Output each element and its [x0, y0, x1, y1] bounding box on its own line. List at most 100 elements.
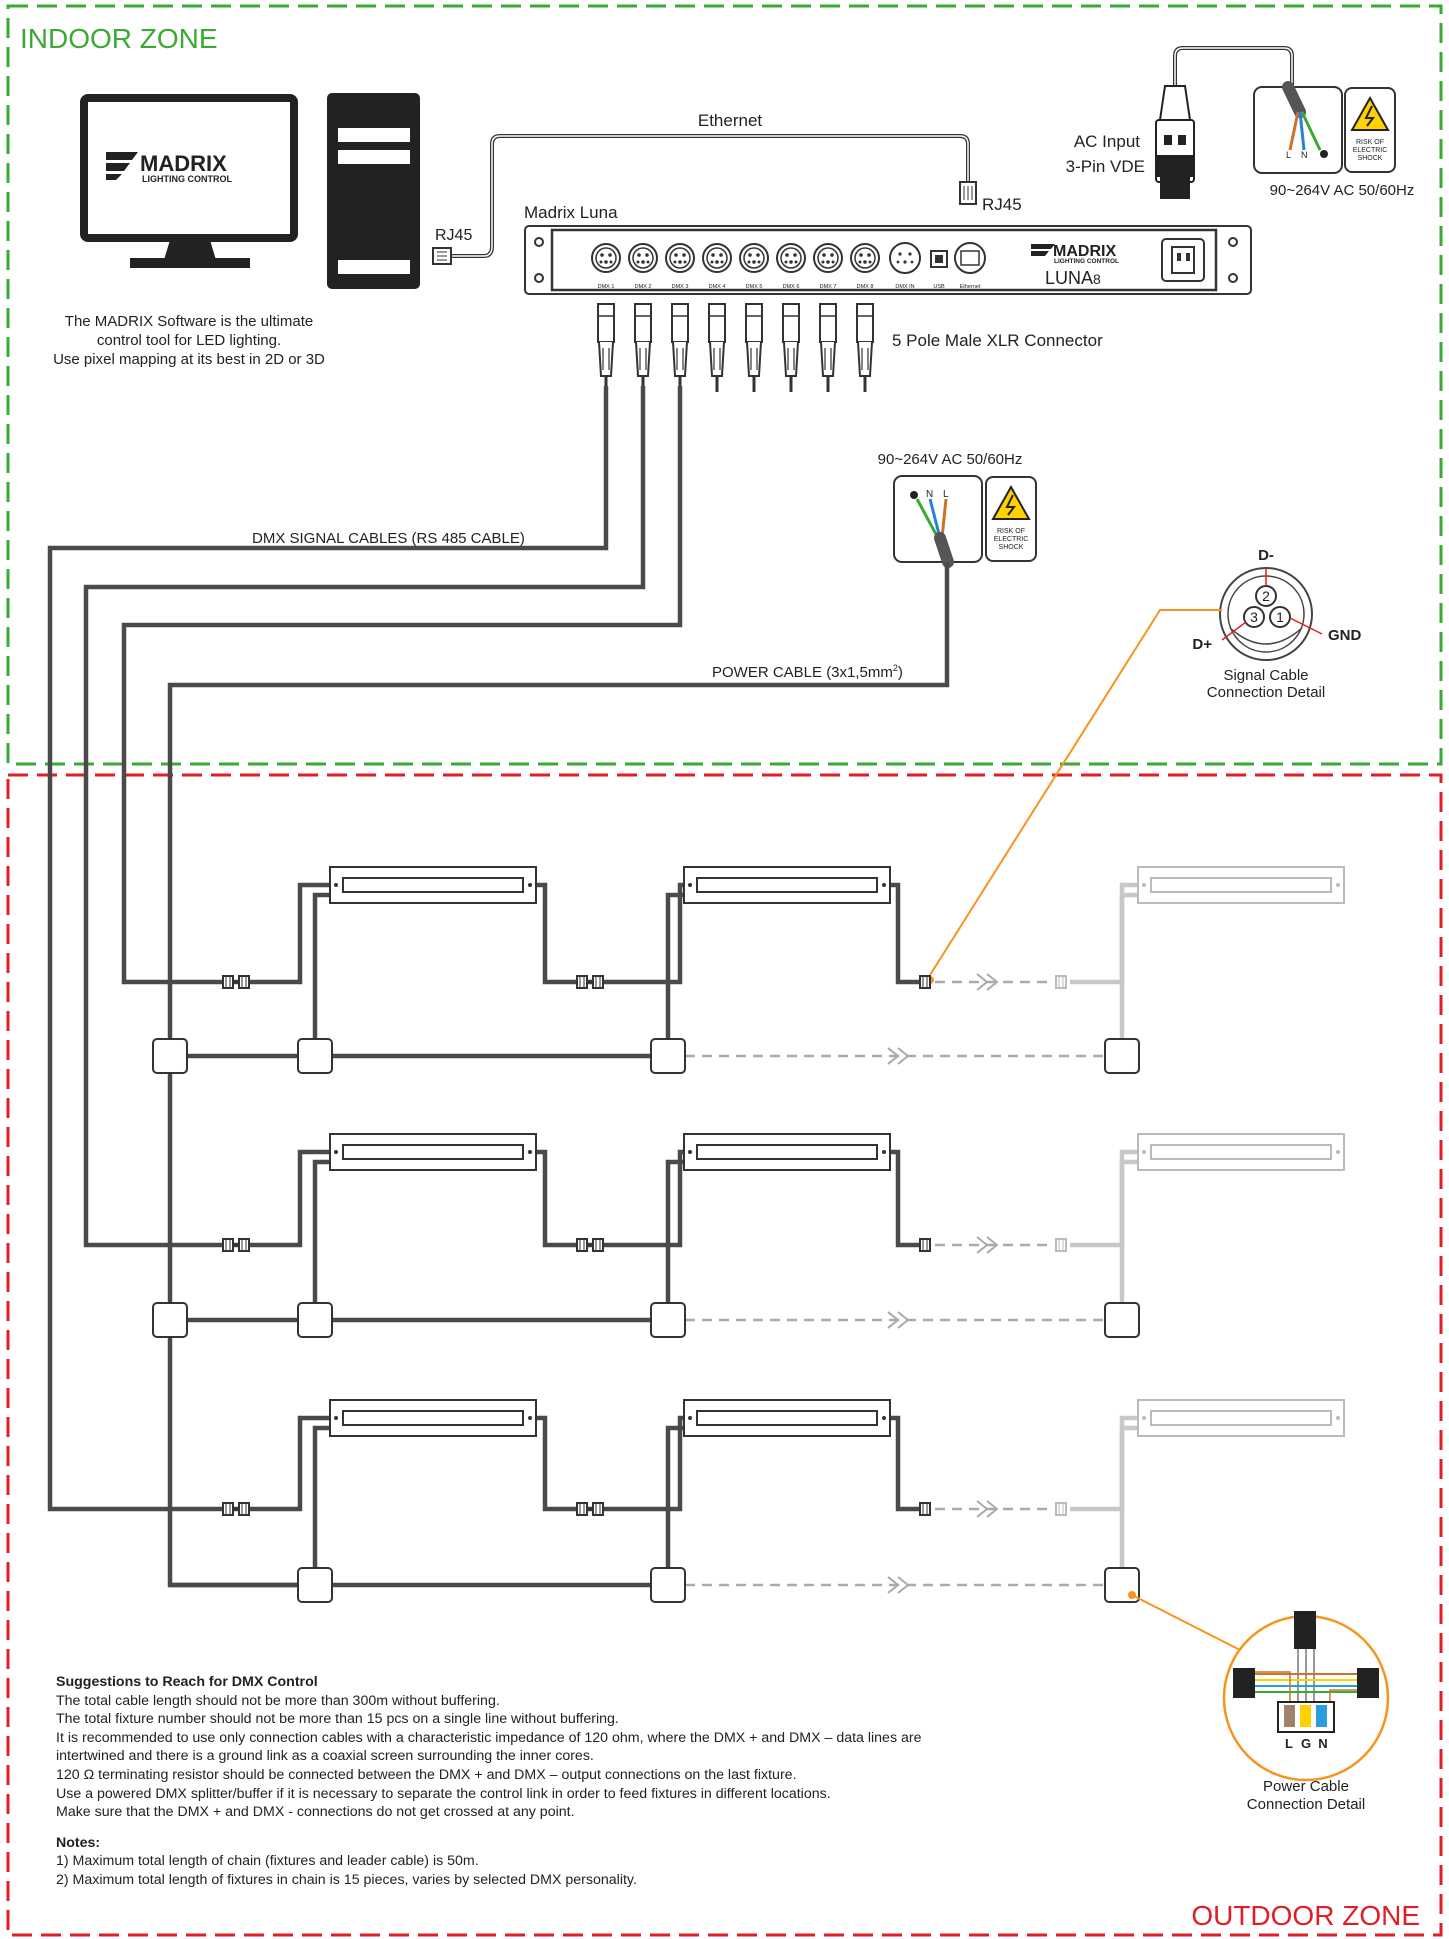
cable-coupler-icon	[221, 1237, 251, 1253]
power-detail-caption-2: Connection Detail	[1247, 1796, 1365, 1813]
signal-detail-caption-1: Signal Cable	[1223, 667, 1308, 684]
xlr-port-5-icon	[739, 243, 769, 273]
cable-coupler-icon	[575, 974, 605, 990]
power-cable-label: POWER CABLE (3x1,5mm2)	[712, 663, 903, 681]
svg-text:SHOCK: SHOCK	[999, 544, 1024, 551]
indoor-zone-border	[6, 4, 1443, 766]
cable-coupler-icon	[1055, 975, 1067, 989]
cable-coupler-icon	[919, 975, 931, 989]
software-desc-2: control tool for LED lighting.	[97, 332, 281, 349]
notes-block: Suggestions to Reach for DMX Control The…	[56, 1673, 1096, 1890]
rj45-right-label: RJ45	[982, 195, 1022, 214]
signal-detail-caption-2: Connection Detail	[1207, 684, 1325, 701]
outdoor-zone-border	[6, 773, 1443, 1937]
cable-coupler-icon	[1055, 1502, 1067, 1516]
suggestion-line: intertwined and there is a ground link a…	[56, 1748, 594, 1765]
cable-coupler-icon	[575, 1237, 605, 1253]
xlr-port-4-icon	[702, 243, 732, 273]
pin-1-label: 1	[1276, 609, 1284, 625]
phase-n-label: N	[1301, 150, 1308, 160]
xlr-port-1-icon	[591, 243, 621, 273]
vde-label: 3-Pin VDE	[1066, 157, 1145, 176]
fixture-chain-1	[152, 866, 1345, 1074]
suggestion-line: It is recommended to use only connection…	[56, 1729, 922, 1746]
svg-text:ELECTRIC: ELECTRIC	[1353, 147, 1388, 154]
pin-2-label: 2	[1262, 588, 1270, 604]
xlr-connector-label: 5 Pole Male XLR Connector	[892, 331, 1103, 350]
rj45-left-label: RJ45	[435, 227, 472, 244]
suggestion-line: Make sure that the DMX + and DMX - conne…	[56, 1804, 575, 1821]
junction-box-icon	[297, 1038, 333, 1074]
led-fixture-icon	[683, 1399, 891, 1437]
junction-box-icon	[297, 1567, 333, 1603]
led-fixture-icon	[1137, 1133, 1345, 1171]
port-label: DMX 8	[857, 284, 874, 290]
software-desc-1: The MADRIX Software is the ultimate	[65, 313, 313, 330]
cable-coupler-icon	[221, 974, 251, 990]
cable-coupler-icon	[919, 1238, 931, 1252]
xlr-plug-2-icon	[634, 303, 652, 392]
led-fixture-icon	[683, 866, 891, 904]
xlr-plug-4-icon	[708, 303, 726, 392]
port-label: DMX IN	[895, 284, 914, 290]
iec-inlet-icon	[1161, 238, 1205, 282]
power-pin-g: G	[1301, 1736, 1311, 1751]
port-label: DMX 6	[783, 284, 800, 290]
luna-device	[524, 225, 1252, 295]
note-line: 1) Maximum total length of chain (fixtur…	[56, 1853, 479, 1870]
dmx-in-port-icon	[889, 242, 921, 274]
suggestions-title: Suggestions to Reach for DMX Control	[56, 1674, 318, 1690]
xlr-plug-1-icon	[597, 303, 615, 392]
power-pin-l: L	[1285, 1736, 1293, 1751]
ethernet-label: Ethernet	[698, 111, 763, 130]
junction-box-icon	[152, 1302, 188, 1338]
luna-model: LUNA8	[1045, 268, 1101, 288]
ethernet-port-icon	[954, 242, 986, 274]
madrix-logo-icon	[106, 152, 138, 180]
xlr-port-7-icon	[813, 243, 843, 273]
cable-coupler-icon	[1055, 1238, 1067, 1252]
fixture-chain-2	[152, 1133, 1345, 1338]
cable-coupler-icon	[919, 1502, 931, 1516]
d-plus-label: D+	[1192, 636, 1212, 653]
port-label: DMX 2	[635, 284, 652, 290]
monitor: MADRIX LIGHTING CONTROL	[80, 94, 298, 268]
led-fixture-icon	[1137, 866, 1345, 904]
xlr-port-8-icon	[850, 243, 880, 273]
led-fixture-icon	[329, 866, 537, 904]
junction-box-icon	[650, 1567, 686, 1603]
xlr-plug-7-icon	[819, 303, 837, 392]
monitor-logo-text: MADRIX	[140, 151, 227, 176]
luna-logo-icon	[1031, 244, 1055, 256]
software-desc-3: Use pixel mapping at its best in 2D or 3…	[53, 351, 325, 368]
suggestion-line: Use a powered DMX splitter/buffer if it …	[56, 1785, 831, 1802]
outdoor-zone-label: OUTDOOR ZONE	[1191, 1900, 1420, 1931]
rj45-plug-right-icon	[959, 181, 977, 205]
xlr-port-2-icon	[628, 243, 658, 273]
power-connection-detail: L G N	[1222, 1611, 1390, 1782]
input-voltage-label: 90~264V AC 50/60Hz	[1270, 182, 1415, 199]
power-detail-caption-1: Power Cable	[1263, 1778, 1349, 1795]
xlr-port-6-icon	[776, 243, 806, 273]
port-label: DMX 1	[598, 284, 615, 290]
port-label: DMX 4	[709, 284, 726, 290]
dmx-cable-1	[47, 386, 609, 1512]
signal-connector-detail: 2 3 1 D- D+ GND Signal Cable Connection …	[1192, 547, 1361, 701]
notes-title: Notes:	[56, 1834, 101, 1851]
pin-3-label: 3	[1250, 609, 1258, 625]
junction-box-icon	[650, 1302, 686, 1338]
iec-plug-icon	[1155, 85, 1195, 199]
suggestion-line: The total fixture number should not be m…	[56, 1711, 619, 1728]
power-detail-leader	[1131, 1594, 1241, 1651]
led-fixture-icon	[1137, 1399, 1345, 1437]
luna-logo-sub: LIGHTING CONTROL	[1054, 258, 1119, 265]
xlr-plug-5-icon	[745, 303, 763, 392]
svg-text:SHOCK: SHOCK	[1358, 155, 1383, 162]
indoor-zone-label: INDOOR ZONE	[20, 23, 218, 54]
led-fixture-icon	[329, 1399, 537, 1437]
junction-box-icon	[1104, 1038, 1140, 1074]
port-label: DMX 7	[820, 284, 837, 290]
svg-text:ELECTRIC: ELECTRIC	[994, 536, 1029, 543]
usb-port-icon	[930, 250, 948, 268]
xlr-plug-8-icon	[856, 303, 874, 392]
